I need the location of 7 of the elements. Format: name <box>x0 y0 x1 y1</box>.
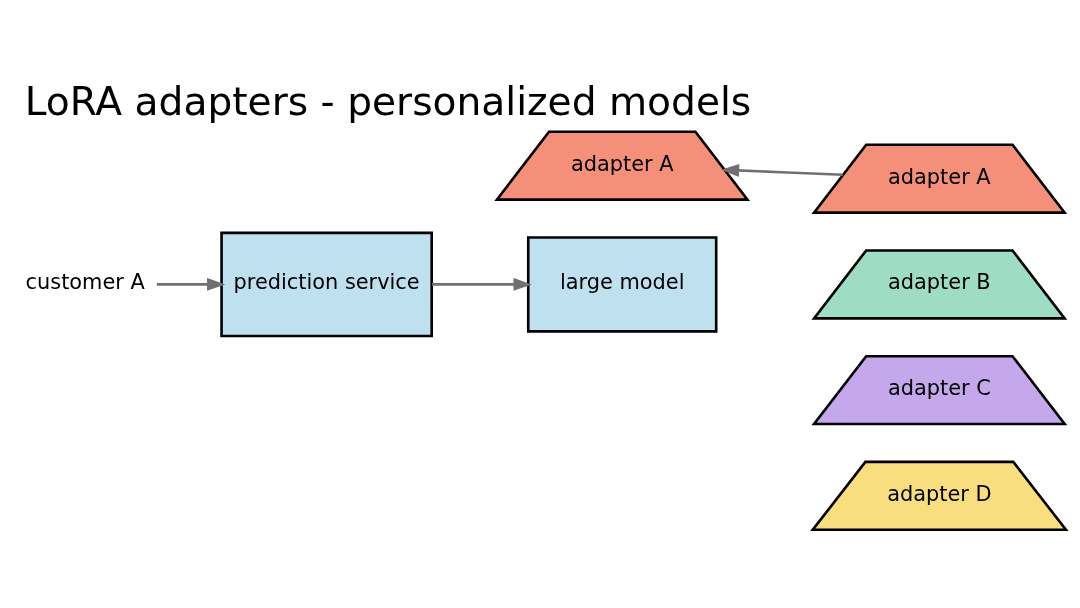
arrow <box>720 164 843 177</box>
node-box: large model <box>526 236 718 333</box>
node-text: customer A <box>25 270 145 295</box>
diagram-title: LoRA adapters - personalized models <box>24 78 752 124</box>
node-box: prediction service <box>220 231 433 338</box>
arrow <box>432 278 532 291</box>
arrow <box>156 278 226 291</box>
